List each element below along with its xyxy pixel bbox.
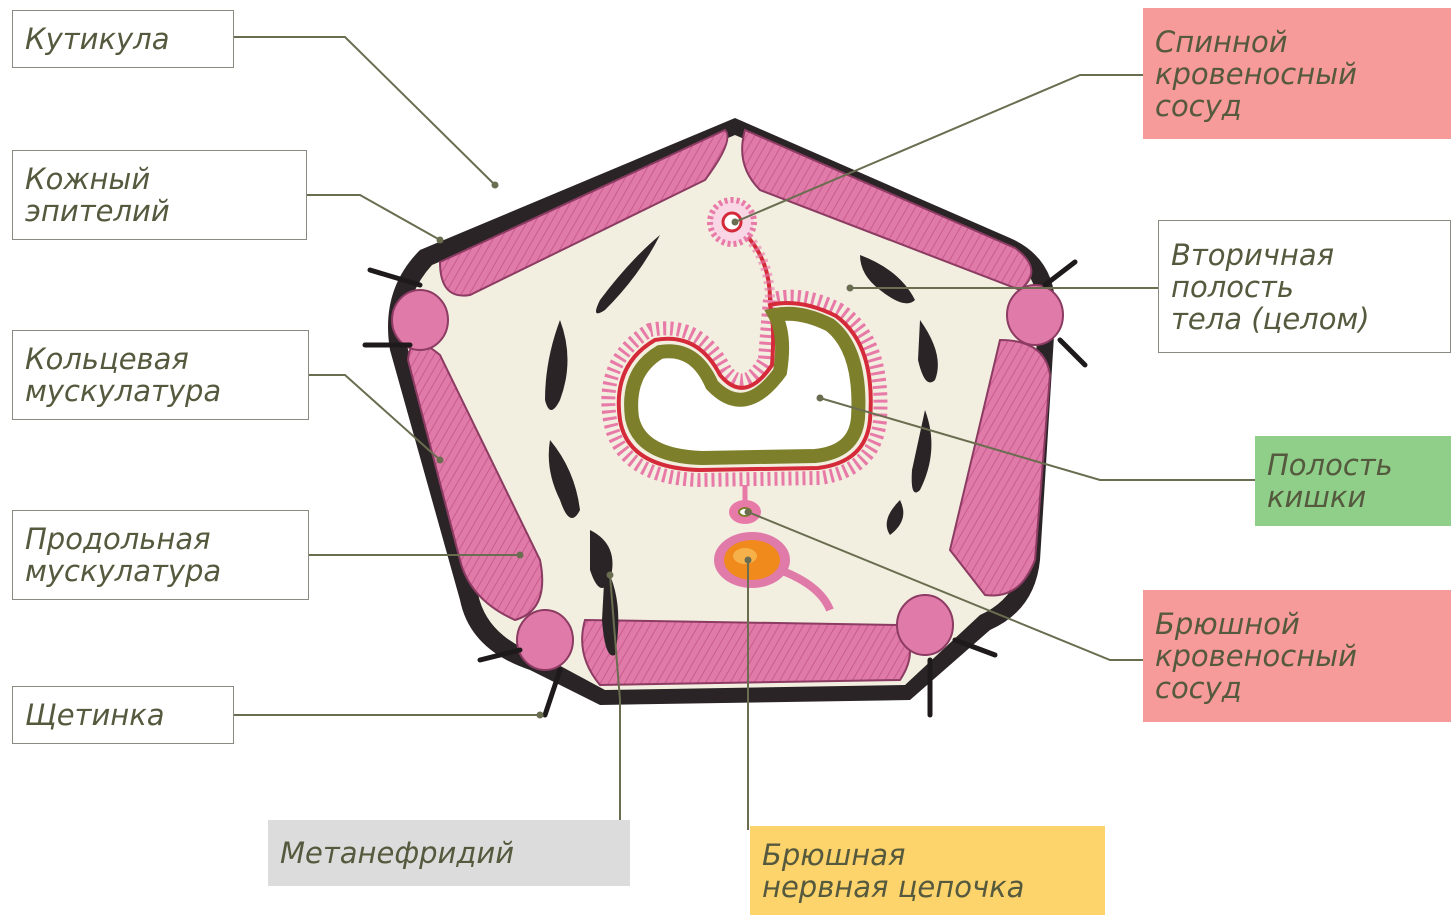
label-gut-cavity: Полость кишки xyxy=(1255,436,1451,526)
label-dorsal-blood-vessel: Спинной кровеносный сосуд xyxy=(1143,8,1451,139)
label-longitudinal-muscle: Продольная мускулатура xyxy=(12,510,309,600)
label-ventral-nerve-chain: Брюшная нервная цепочка xyxy=(750,826,1105,915)
label-circular-muscle: Кольцевая мускулатура xyxy=(12,330,309,420)
label-secondary-body-cavity: Вторичная полость тела (целом) xyxy=(1158,220,1451,353)
label-ventral-blood-vessel: Брюшной кровеносный сосуд xyxy=(1143,590,1451,722)
label-seta: Щетинка xyxy=(12,686,234,744)
label-skin-epithelium: Кожный эпителий xyxy=(12,150,307,240)
label-metanephridium: Метанефридий xyxy=(268,820,630,886)
label-cuticle: Кутикула xyxy=(12,10,234,68)
